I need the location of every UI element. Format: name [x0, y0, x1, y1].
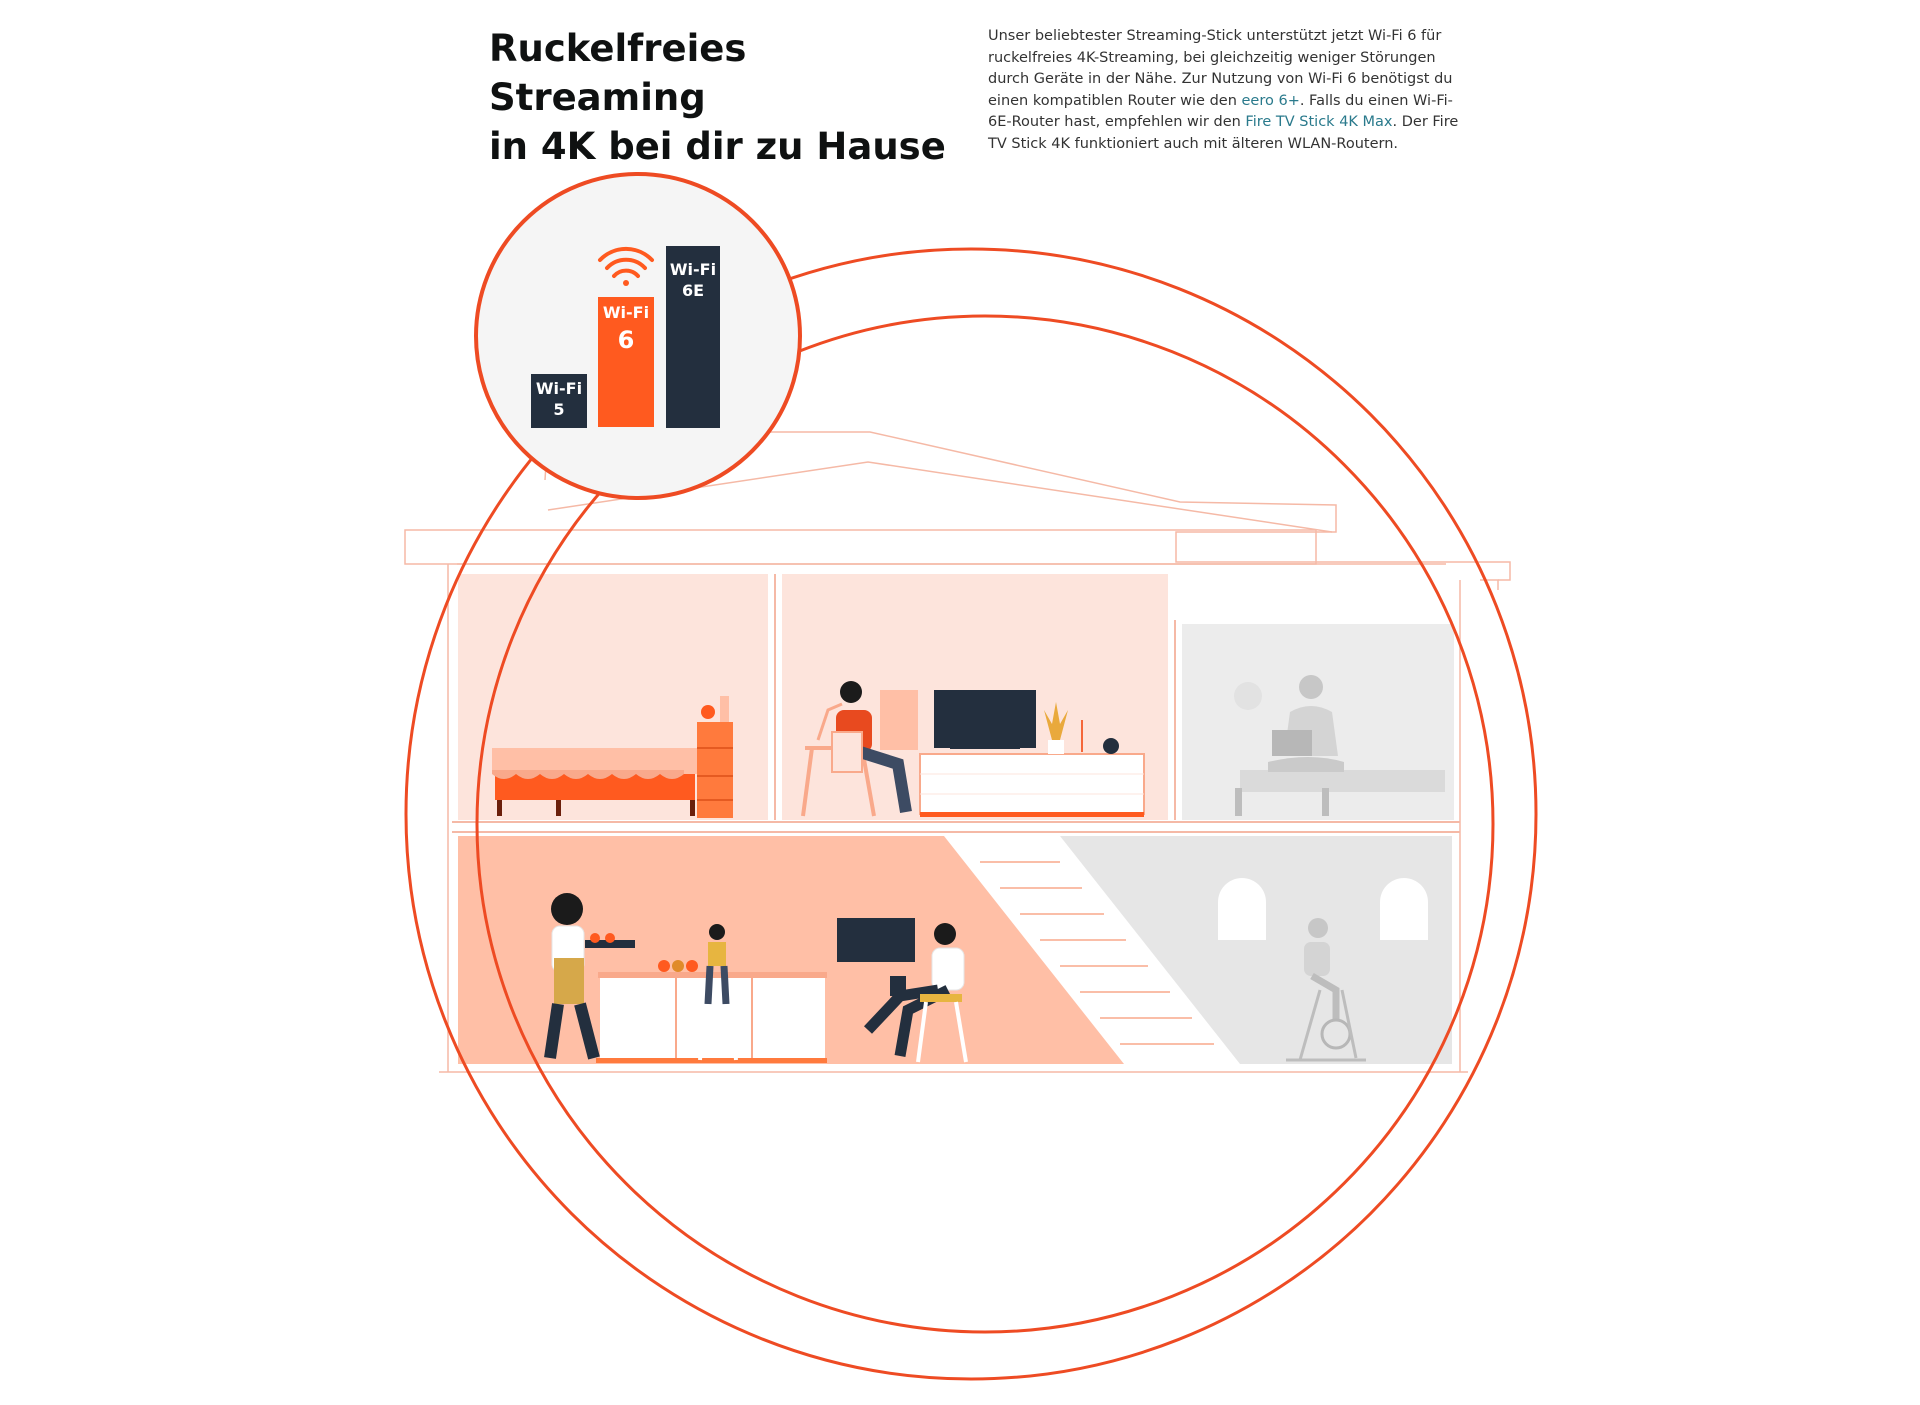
windows	[1218, 878, 1428, 940]
wifi-6-label: Wi-Fi	[603, 303, 649, 322]
person-on-chair	[863, 923, 968, 1063]
person-with-tray	[544, 893, 635, 1060]
eero-6-plus-link[interactable]: eero 6+	[1241, 92, 1300, 109]
tv-upper	[934, 690, 1036, 749]
wifi-5-label: Wi-Fi	[536, 379, 582, 398]
description: Unser beliebtester Streaming-Stick unter…	[988, 26, 1468, 155]
dresser	[697, 696, 733, 818]
wifi-coverage-outer-circle	[404, 247, 1538, 1381]
wifi-comparison-badge: Wi-Fi 5 Wi-Fi 6 Wi-Fi 6E	[474, 172, 802, 500]
description-part-2: . Falls du einen Wi-Fi-6E-Router hast, e…	[988, 92, 1453, 131]
person-on-bike	[1286, 918, 1366, 1062]
child-on-stool	[698, 924, 738, 1061]
headline: Ruckelfreies Streaming in 4K bei dir zu …	[489, 24, 969, 171]
wifi-coverage-inner-circle	[475, 314, 1495, 1334]
wifi-6e-bar	[666, 246, 720, 428]
wifi-6e-label: Wi-Fi	[670, 260, 716, 279]
wifi-6-bar	[598, 297, 654, 427]
fire-tv-stick-4k-max-link[interactable]: Fire TV Stick 4K Max	[1245, 114, 1393, 130]
headline-line-2: in 4K bei dir zu Hause	[489, 125, 946, 168]
wifi-6e-number: 6E	[682, 281, 704, 300]
person-at-desk	[831, 681, 912, 813]
bed	[492, 748, 700, 816]
person-with-laptop	[1234, 675, 1445, 816]
wifi-5-bar	[531, 374, 587, 428]
exercise-room	[1060, 836, 1452, 1064]
wifi-signal-icon	[598, 246, 654, 286]
tv-lower	[837, 918, 915, 962]
wifi-6-number: 6	[618, 326, 635, 354]
headline-line-1: Ruckelfreies Streaming	[489, 27, 747, 119]
description-part-3: . Der Fire TV Stick 4K funktioniert auch…	[988, 114, 1459, 152]
description-part-1: Unser beliebtester Streaming-Stick unter…	[988, 28, 1453, 109]
wifi-5-number: 5	[553, 400, 564, 419]
sideboard	[919, 702, 1145, 817]
